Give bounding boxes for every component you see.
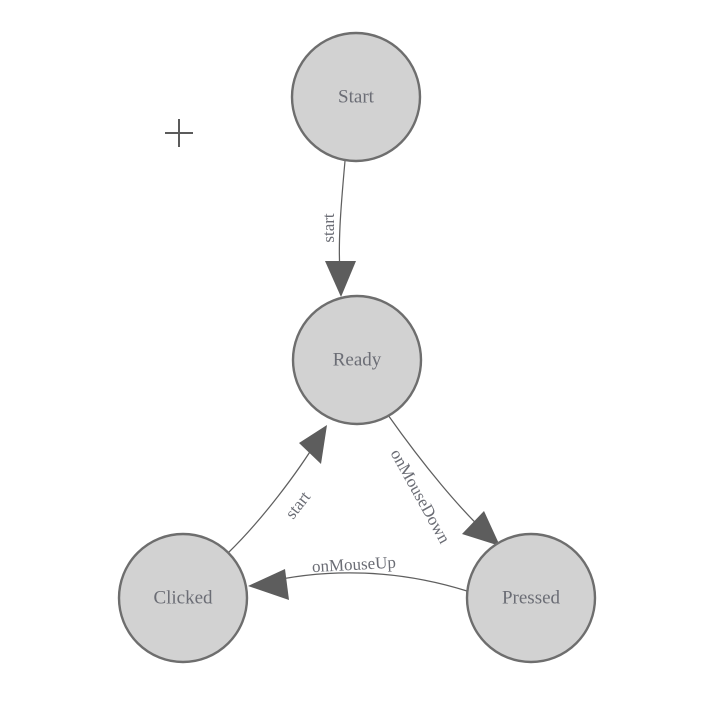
edge-label-pressed-to-clicked: onMouseUp (311, 553, 396, 576)
node-start[interactable]: Start (290, 31, 422, 163)
node-pressed-label: Pressed (502, 587, 561, 608)
edge-label-start-to-ready: start (319, 213, 338, 243)
edge-ready-to-pressed[interactable] (387, 414, 500, 546)
node-clicked-circle (117, 532, 249, 664)
edge-clicked-to-ready[interactable] (227, 425, 327, 554)
edge-label-clicked-to-ready: start (281, 487, 314, 522)
edge-ready-to-pressed-arrowhead (462, 511, 500, 546)
node-ready-circle (291, 294, 423, 426)
edge-start-to-ready[interactable] (325, 160, 356, 297)
node-start-circle (290, 31, 422, 163)
node-start-label: Start (338, 86, 375, 107)
node-ready-label: Ready (333, 349, 382, 370)
edge-start-to-ready-arrowhead (325, 261, 356, 297)
edge-pressed-to-clicked-path (261, 572, 468, 592)
node-ready[interactable]: Ready (291, 294, 423, 426)
edge-clicked-to-ready-arrowhead (299, 425, 327, 464)
edge-pressed-to-clicked-arrowhead (248, 569, 289, 600)
crosshair-icon[interactable] (165, 119, 193, 147)
node-clicked-label: Clicked (153, 587, 213, 608)
edge-label-ready-to-pressed: onMouseDown (387, 446, 455, 547)
edge-pressed-to-clicked[interactable] (248, 569, 468, 600)
node-clicked[interactable]: Clicked (117, 532, 249, 664)
node-pressed-circle (465, 532, 597, 664)
node-pressed[interactable]: Pressed (465, 532, 597, 664)
